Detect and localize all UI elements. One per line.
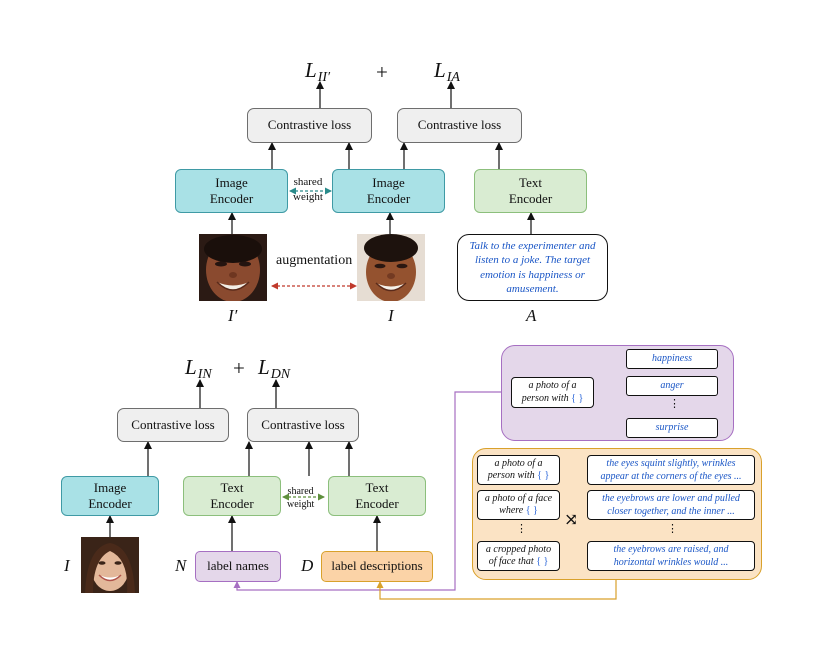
loss-lin: LIN — [185, 355, 212, 382]
shuffle-icon: ⤨ — [564, 510, 579, 529]
loss-lii-prime: LII′ — [305, 58, 331, 85]
contrastive-loss-box-top-left: Contrastive loss — [247, 108, 372, 143]
caption-text: Talk to the experimenter and listen to a… — [469, 239, 596, 295]
var-i-prime: I′ — [228, 306, 238, 325]
face-image-original — [357, 234, 425, 301]
contrastive-loss-box-top-right: Contrastive loss — [397, 108, 522, 143]
desc-panel-connector — [376, 580, 617, 600]
label-names-box: label names — [195, 551, 281, 582]
desc-templates-ellipsis: ⋮ — [516, 523, 527, 535]
descriptions-ellipsis: ⋮ — [667, 523, 678, 535]
var-n: N — [175, 556, 187, 575]
loss-lia: LIA — [434, 58, 460, 85]
label-surprise: surprise — [626, 418, 718, 438]
label-happiness: happiness — [626, 349, 718, 369]
face-image-augmented — [199, 234, 267, 301]
face-image-bottom — [81, 537, 139, 593]
contrastive-loss-box-bottom-left: Contrastive loss — [117, 408, 229, 442]
caption-box: Talk to the experimenter and listen to a… — [457, 234, 608, 301]
var-d: D — [301, 556, 314, 575]
var-i-bottom: I — [64, 556, 70, 575]
names-ellipsis: ⋮ — [669, 398, 680, 410]
plus-top: + — [376, 60, 388, 84]
var-a: A — [526, 306, 537, 325]
label-descriptions-box: label descriptions — [321, 551, 433, 582]
label-anger: anger — [626, 376, 718, 396]
augmentation-label: augmentation — [276, 253, 353, 268]
plus-bottom: + — [233, 356, 245, 380]
loss-ldn: LDN — [258, 355, 291, 382]
var-i-top: I — [388, 306, 394, 325]
contrastive-loss-box-bottom-right: Contrastive loss — [247, 408, 359, 442]
